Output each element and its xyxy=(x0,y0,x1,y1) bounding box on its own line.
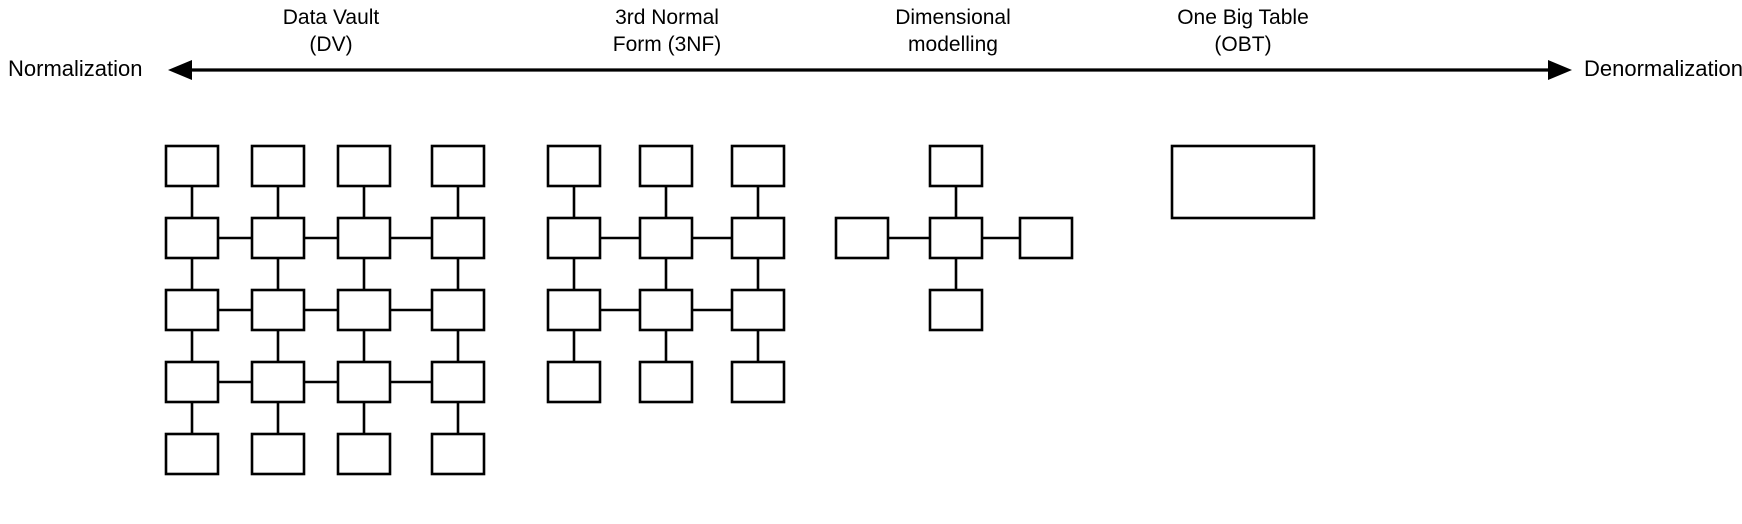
entity-box xyxy=(546,144,602,188)
entity-box-dimension-right xyxy=(1018,216,1074,260)
model-group-3nf xyxy=(546,144,786,404)
entity-box xyxy=(430,216,486,260)
axis-label-denormalization: Denormalization xyxy=(1584,56,1742,81)
stage-label-one-big-table: One Big Table (OBT) xyxy=(1177,6,1309,56)
model-group-obt xyxy=(1170,144,1316,220)
entity-box xyxy=(164,216,220,260)
model-group-dimensional xyxy=(834,144,1074,332)
entity-box xyxy=(336,144,392,188)
arrow-head-right xyxy=(1548,60,1572,80)
entity-box xyxy=(430,360,486,404)
entity-box xyxy=(638,288,694,332)
entity-box xyxy=(250,144,306,188)
entity-box xyxy=(164,288,220,332)
entity-box xyxy=(546,288,602,332)
entity-box xyxy=(336,360,392,404)
entity-box-dimension-left xyxy=(834,216,890,260)
entity-box xyxy=(546,216,602,260)
entity-box xyxy=(730,216,786,260)
entity-box-dimension-top xyxy=(928,144,984,188)
entity-box-fact-center xyxy=(928,216,984,260)
entity-box xyxy=(250,216,306,260)
entity-box xyxy=(250,360,306,404)
stage-label-3nf: 3rd Normal Form (3NF) xyxy=(612,6,722,56)
entity-box xyxy=(730,144,786,188)
spectrum-arrow xyxy=(168,60,1572,80)
arrow-head-left xyxy=(168,60,192,80)
entity-box-dimension-bottom xyxy=(928,288,984,332)
entity-box xyxy=(430,432,486,476)
entity-box-one-big-table xyxy=(1170,144,1316,220)
entity-box xyxy=(730,360,786,404)
stage-label-dimensional-modelling: Dimensional modelling xyxy=(895,6,1011,56)
entity-box xyxy=(430,144,486,188)
entity-box xyxy=(164,432,220,476)
entity-box xyxy=(730,288,786,332)
entity-box xyxy=(164,144,220,188)
entity-box xyxy=(336,216,392,260)
entity-box xyxy=(250,288,306,332)
entity-box xyxy=(336,432,392,476)
axis-label-normalization: Normalization xyxy=(8,56,143,81)
entity-box xyxy=(164,360,220,404)
entity-box xyxy=(638,216,694,260)
entity-box xyxy=(546,360,602,404)
entity-box xyxy=(638,360,694,404)
entity-box xyxy=(250,432,306,476)
entity-box xyxy=(430,288,486,332)
entity-box xyxy=(336,288,392,332)
stage-label-data-vault: Data Vault (DV) xyxy=(282,6,380,56)
entity-box xyxy=(638,144,694,188)
model-group-data-vault xyxy=(164,144,486,476)
